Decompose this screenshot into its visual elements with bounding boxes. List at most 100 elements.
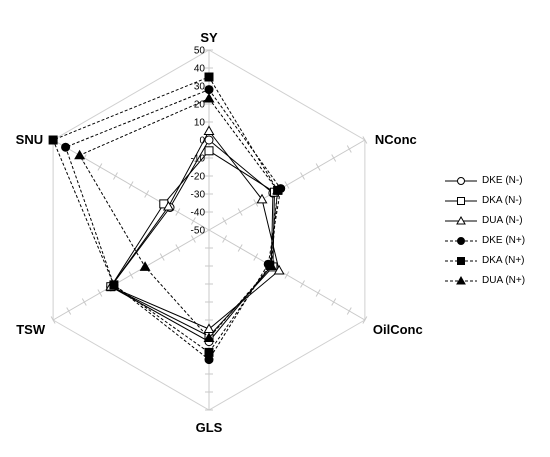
tick-label: 30 bbox=[194, 82, 206, 93]
series-line bbox=[52, 76, 279, 354]
data-point bbox=[61, 142, 71, 152]
radar-spoke-tick bbox=[331, 298, 337, 306]
legend-item: DKE (N-) bbox=[444, 172, 548, 192]
radar-spoke-tick bbox=[128, 181, 134, 189]
radar-spoke-tick bbox=[159, 253, 165, 261]
radar-spoke-tick bbox=[144, 190, 150, 198]
data-point bbox=[203, 92, 215, 103]
radar-spoke-tick bbox=[190, 217, 196, 225]
data-point bbox=[203, 125, 215, 135]
legend-label: DKA (N+) bbox=[482, 255, 525, 266]
radar-spoke-tick bbox=[113, 172, 118, 180]
radar-spoke-tick bbox=[253, 253, 259, 261]
radar-spoke-tick bbox=[362, 316, 368, 324]
data-point bbox=[204, 347, 214, 357]
tick-label: -40 bbox=[191, 208, 206, 219]
radar-spoke-tick bbox=[346, 307, 352, 315]
data-point bbox=[139, 261, 151, 271]
radar-spoke-tick bbox=[222, 217, 228, 225]
radar-spoke-tick bbox=[66, 307, 72, 315]
radar-spoke-tick bbox=[190, 235, 196, 243]
series-line bbox=[78, 97, 279, 339]
radar-spoke-tick bbox=[300, 280, 305, 288]
data-point bbox=[204, 72, 214, 82]
data-point bbox=[74, 149, 86, 160]
series-dke-n bbox=[106, 135, 278, 347]
series-dua-n bbox=[74, 92, 284, 342]
axis-label-sy: SY bbox=[200, 30, 218, 45]
legend-label: DUA (N+) bbox=[482, 275, 526, 286]
radar-axes bbox=[50, 49, 368, 411]
tick-label: 0 bbox=[199, 136, 205, 147]
legend-marker bbox=[457, 237, 465, 245]
legend-marker bbox=[456, 275, 466, 285]
legend-swatch bbox=[445, 215, 477, 225]
legend: DKE (N-) DKA (N-) DUA (N-) DKE (N+) DKA (N+)… bbox=[444, 172, 548, 292]
series-line bbox=[64, 88, 282, 361]
radar-spoke-tick bbox=[315, 163, 321, 171]
radar-spoke-tick bbox=[362, 136, 368, 144]
tick-label: -20 bbox=[191, 172, 206, 183]
series-dua-n bbox=[105, 125, 285, 333]
tick-label: 40 bbox=[194, 64, 206, 75]
data-point bbox=[204, 135, 214, 145]
radar-spoke-tick bbox=[237, 208, 243, 216]
legend-label: DUA (N-) bbox=[482, 215, 523, 226]
legend-item: DKE (N+) bbox=[444, 232, 548, 252]
data-point bbox=[109, 280, 119, 290]
radar-spoke-tick bbox=[128, 271, 134, 279]
legend-item: DUA (N-) bbox=[444, 212, 548, 232]
legend-swatch bbox=[445, 275, 477, 285]
radar-spoke-tick bbox=[50, 316, 56, 324]
legend-marker bbox=[457, 197, 465, 205]
radar-spoke-tick bbox=[284, 181, 290, 189]
radar-spoke-tick bbox=[331, 154, 337, 162]
data-point bbox=[272, 184, 284, 195]
legend-marker bbox=[457, 257, 465, 265]
radar-spoke-tick bbox=[253, 199, 259, 207]
legend-swatch bbox=[445, 177, 477, 185]
radar-spoke-tick bbox=[97, 289, 103, 297]
legend-item: DKA (N+) bbox=[444, 252, 548, 272]
data-point bbox=[273, 264, 285, 275]
data-point bbox=[163, 200, 174, 211]
axis-label-snu: SNU bbox=[16, 132, 43, 147]
legend-item: DUA (N+) bbox=[444, 272, 548, 292]
radar-spoke-tick bbox=[315, 289, 321, 297]
legend-label: DKE (N-) bbox=[482, 175, 523, 186]
radar-spoke-tick bbox=[237, 244, 243, 252]
data-point bbox=[204, 85, 214, 95]
legend-swatch bbox=[445, 257, 477, 265]
legend-label: DKE (N+) bbox=[482, 235, 526, 246]
tick-label: 10 bbox=[194, 118, 206, 129]
data-point bbox=[48, 135, 58, 145]
tick-label: 50 bbox=[194, 46, 206, 57]
legend-swatch bbox=[445, 237, 477, 245]
axis-label-oilconc: OilConc bbox=[373, 322, 423, 337]
data-point bbox=[265, 260, 277, 270]
data-point bbox=[204, 146, 214, 156]
radar-spoke-tick bbox=[97, 163, 103, 171]
radar-spoke-tick bbox=[346, 145, 352, 153]
legend-marker bbox=[456, 215, 466, 225]
data-point bbox=[256, 193, 268, 204]
tick-label: -30 bbox=[191, 190, 206, 201]
legend-swatch bbox=[445, 197, 477, 205]
tick-label: -50 bbox=[191, 226, 206, 237]
radar-series bbox=[48, 72, 286, 365]
radar-spoke-tick bbox=[222, 235, 228, 243]
axis-label-gls: GLS bbox=[196, 420, 223, 435]
legend-item: DKA (N-) bbox=[444, 192, 548, 212]
data-point bbox=[203, 323, 215, 333]
tick-label: 20 bbox=[194, 100, 206, 111]
radar-spoke-tick bbox=[284, 271, 290, 279]
radar-spoke-tick bbox=[175, 244, 181, 252]
axis-label-nconc: NConc bbox=[375, 132, 417, 147]
data-point bbox=[203, 332, 215, 342]
axis-label-tsw: TSW bbox=[16, 322, 46, 337]
legend-label: DKA (N-) bbox=[482, 195, 522, 206]
radar-spoke-tick bbox=[175, 208, 181, 216]
radar-spoke-tick bbox=[300, 172, 305, 180]
